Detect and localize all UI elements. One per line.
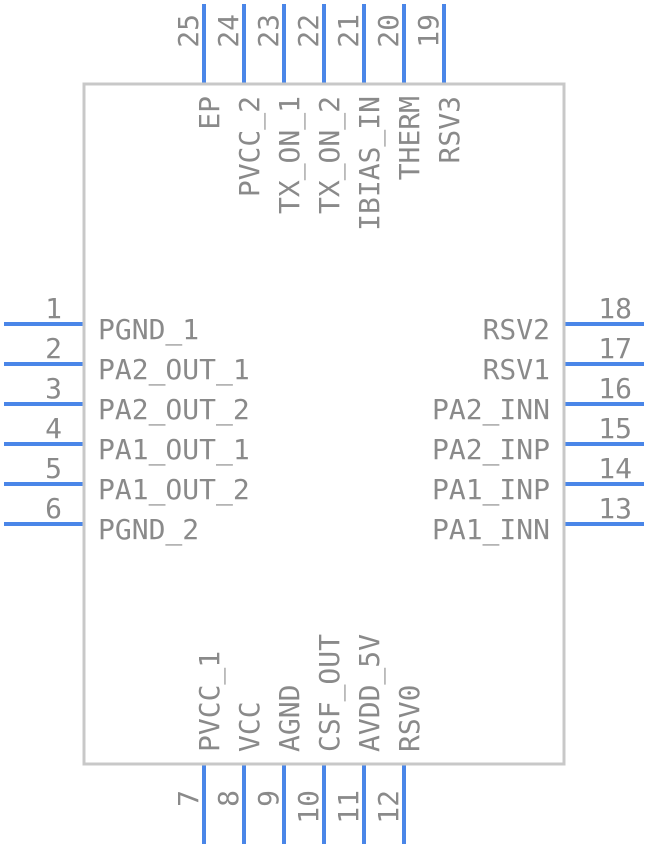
- pin-12-number: 12: [372, 790, 405, 824]
- pin-25-number: 25: [172, 14, 205, 48]
- pin-7-label: PVCC_1: [193, 651, 227, 752]
- pin-6-label: PGND_2: [98, 513, 199, 547]
- pin-18-label: RSV2: [483, 313, 550, 346]
- pin-15-number: 15: [598, 412, 632, 445]
- pin-14-label: PA1_INP: [432, 473, 550, 507]
- pin-14-number: 14: [598, 452, 632, 485]
- pin-20-number: 20: [372, 14, 405, 48]
- pin-3-label: PA2_OUT_2: [98, 393, 250, 427]
- pin-9-number: 9: [252, 790, 285, 807]
- pin-25-label: EP: [193, 96, 226, 130]
- pin-11-label: AVDD_5V: [353, 634, 387, 752]
- pin-21-label: IBIAS_IN: [353, 96, 387, 231]
- pin-16-number: 16: [598, 372, 632, 405]
- pin-3-number: 3: [45, 372, 62, 405]
- pin-12-label: RSV0: [393, 685, 426, 752]
- pin-23-label: TX_ON_1: [273, 96, 307, 214]
- pin-13-label: PA1_INN: [432, 513, 550, 547]
- pin-10-label: CSF_OUT: [313, 634, 347, 752]
- chip-body: [82, 82, 566, 766]
- pin-17-number: 17: [598, 332, 632, 365]
- pin-16-label: PA2_INN: [432, 393, 550, 427]
- pin-24-label: PVCC_2: [233, 96, 267, 197]
- pin-4-label: PA1_OUT_1: [98, 433, 250, 467]
- pin-6-number: 6: [45, 492, 62, 525]
- pin-9-label: AGND: [273, 685, 306, 752]
- pin-20-label: THERM: [393, 96, 426, 180]
- pin-23-number: 23: [252, 14, 285, 48]
- pin-8-label: VCC: [233, 701, 266, 752]
- pin-18-number: 18: [598, 292, 632, 325]
- pin-10-number: 10: [292, 790, 325, 824]
- pin-22-number: 22: [292, 14, 325, 48]
- pin-4-number: 4: [45, 412, 62, 445]
- labels-layer: 1PGND_12PA2_OUT_13PA2_OUT_24PA1_OUT_15PA…: [45, 14, 632, 824]
- pin-1-number: 1: [45, 292, 62, 325]
- pin-21-number: 21: [332, 14, 365, 48]
- pin-13-number: 13: [598, 492, 632, 525]
- pins-layer: [4, 4, 644, 844]
- pin-22-label: TX_ON_2: [313, 96, 347, 214]
- pin-5-number: 5: [45, 452, 62, 485]
- pin-7-number: 7: [172, 790, 205, 807]
- pin-2-label: PA2_OUT_1: [98, 353, 250, 387]
- pin-5-label: PA1_OUT_2: [98, 473, 250, 507]
- pin-19-number: 19: [412, 14, 445, 48]
- pin-8-number: 8: [212, 790, 245, 807]
- pin-11-number: 11: [332, 790, 365, 824]
- pin-1-label: PGND_1: [98, 313, 199, 347]
- pin-17-label: RSV1: [483, 353, 550, 386]
- pin-15-label: PA2_INP: [432, 433, 550, 467]
- pin-19-label: RSV3: [433, 96, 466, 163]
- pin-2-number: 2: [45, 332, 62, 365]
- pin-24-number: 24: [212, 14, 245, 48]
